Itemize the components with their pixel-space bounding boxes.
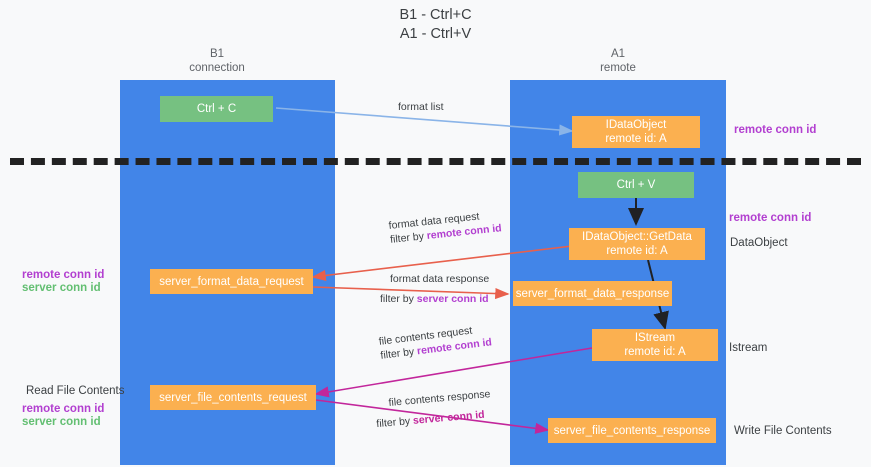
box-ctrl-c-label: Ctrl + C: [196, 103, 237, 115]
box-server-format-data-response-label: server_format_data_response: [515, 287, 670, 300]
edge-label-file-contents-response-filter: filter by server conn id: [376, 407, 493, 431]
edge-label-format-list-text: format list: [398, 101, 444, 113]
box-idataobject-label: IDataObject: [605, 119, 667, 131]
box-idataobject[interactable]: IDataObject remote id: A: [572, 116, 700, 148]
column-header-a1: A1 remote: [538, 48, 698, 75]
box-istream-label: IStream: [634, 332, 676, 344]
box-idataobject-sub: remote id: A: [605, 133, 667, 145]
box-server-format-data-request[interactable]: server_format_data_request: [150, 269, 313, 294]
annotation-left-server-conn-id-2: server conn id: [22, 416, 101, 428]
box-idataobject-getdata-sub: remote id: A: [606, 245, 668, 257]
filter-prefix-2: filter by: [380, 293, 417, 305]
title-line-1: B1 - Ctrl+C: [399, 7, 472, 23]
filter-prefix-3: filter by: [379, 345, 418, 362]
edge-label-file-contents-response-text: file contents response: [388, 388, 491, 409]
edge-label-format-data-response: format data response filter by server co…: [380, 272, 490, 306]
annotation-left-server-conn-id-1: server conn id: [22, 282, 101, 294]
filter-target-server-conn-id-1: server conn id: [416, 293, 489, 305]
box-idataobject-getdata-label: IDataObject::GetData: [582, 231, 692, 243]
title-line-2: A1 - Ctrl+V: [399, 26, 472, 42]
edge-label-format-data-response-filter: filter by server conn id: [380, 292, 489, 306]
annotation-left-remote-conn-id-2: remote conn id: [22, 403, 105, 415]
box-istream-sub: remote id: A: [624, 346, 686, 358]
box-ctrl-c[interactable]: Ctrl + C: [160, 96, 273, 122]
annotation-right-remote-conn-id-1: remote conn id: [734, 124, 817, 136]
box-server-file-contents-request[interactable]: server_file_contents_request: [150, 385, 316, 410]
edge-label-file-contents-request: file contents request filter by remote c…: [378, 321, 493, 362]
filter-prefix-1: filter by: [389, 230, 428, 246]
column-header-b1-name: B1: [209, 48, 225, 60]
box-server-file-contents-response[interactable]: server_file_contents_response: [548, 418, 716, 443]
column-header-a1-sub: remote: [600, 61, 636, 74]
filter-target-server-conn-id-2: server conn id: [412, 408, 486, 427]
box-ctrl-v[interactable]: Ctrl + V: [578, 172, 694, 198]
phase-divider: [10, 158, 861, 165]
annotation-left-read-file-contents: Read File Contents: [26, 385, 125, 397]
annotation-left-remote-conn-id-1: remote conn id: [22, 269, 105, 281]
column-header-b1-sub: connection: [189, 61, 245, 74]
box-server-file-contents-response-label: server_file_contents_response: [553, 424, 711, 437]
column-header-b1: B1 connection: [137, 48, 297, 75]
box-server-format-data-request-label: server_format_data_request: [159, 275, 304, 288]
box-istream[interactable]: IStream remote id: A: [592, 329, 718, 361]
diagram-title: B1 - Ctrl+C A1 - Ctrl+V: [0, 6, 871, 44]
column-header-a1-name: A1: [610, 48, 626, 60]
annotation-right-istream: Istream: [729, 342, 768, 354]
annotation-right-remote-conn-id-2: remote conn id: [729, 212, 812, 224]
annotation-right-dataobject: DataObject: [730, 237, 788, 249]
box-server-format-data-response[interactable]: server_format_data_response: [513, 281, 672, 306]
box-server-file-contents-request-label: server_file_contents_request: [159, 391, 307, 404]
edge-label-format-data-request: format data request filter by remote con…: [388, 207, 502, 247]
box-ctrl-v-label: Ctrl + V: [616, 179, 656, 191]
edge-label-file-contents-response: file contents response filter by server …: [376, 387, 493, 430]
annotation-right-write-file-contents: Write File Contents: [734, 425, 832, 437]
box-idataobject-getdata[interactable]: IDataObject::GetData remote id: A: [569, 228, 705, 260]
edge-label-format-list: format list: [398, 100, 444, 114]
filter-prefix-4: filter by: [375, 414, 414, 431]
edge-label-format-data-response-text: format data response: [390, 273, 490, 285]
